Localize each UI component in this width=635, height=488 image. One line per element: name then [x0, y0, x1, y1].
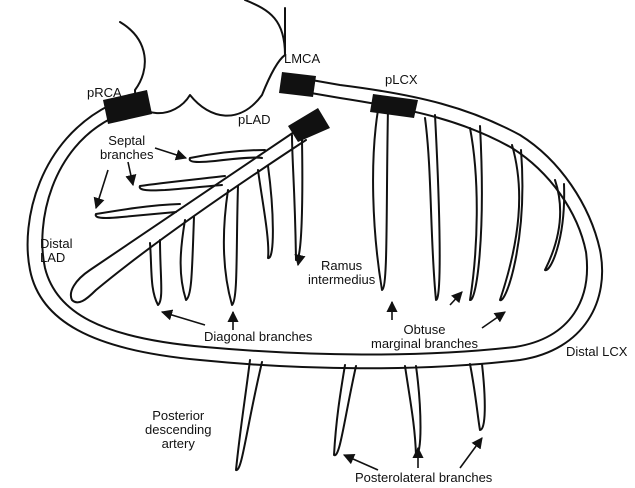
label-prca: pRCA — [87, 86, 122, 100]
septal-arrow-1 — [155, 148, 186, 158]
plad-segment — [288, 108, 330, 142]
label-posterolateral-branches: Posterolateral branches — [355, 471, 492, 485]
septal-arrow-3 — [96, 170, 108, 208]
label-plad: pLAD — [238, 113, 271, 127]
label-lmca: LMCA — [284, 52, 320, 66]
septal-arrow-2 — [128, 162, 133, 185]
diagonal-arrow-1 — [162, 312, 205, 325]
label-posterior-descending-artery: Posterior descending artery — [145, 409, 212, 451]
posterolateral-arrow-3 — [460, 438, 482, 468]
label-plcx: pLCX — [385, 73, 418, 87]
obtuse-marginal-branches — [373, 108, 564, 300]
obtuse-arrow-2 — [450, 292, 462, 305]
label-distal-lcx: Distal LCX — [566, 345, 627, 359]
label-diagonal-branches: Diagonal branches — [204, 330, 312, 344]
pda-branch — [236, 360, 262, 470]
posterolateral-branches — [334, 364, 485, 455]
label-septal-branches: Septal branches — [100, 134, 153, 162]
label-distal-lad: Distal LAD — [40, 237, 73, 265]
posterolateral-arrow-1 — [344, 455, 378, 470]
ramus-branch — [292, 135, 302, 260]
lmca-segment — [279, 72, 316, 97]
obtuse-arrow-3 — [482, 312, 505, 328]
label-obtuse-marginal: Obtuse marginal branches — [371, 323, 478, 351]
label-ramus-intermedius: Ramus intermedius — [308, 259, 375, 287]
